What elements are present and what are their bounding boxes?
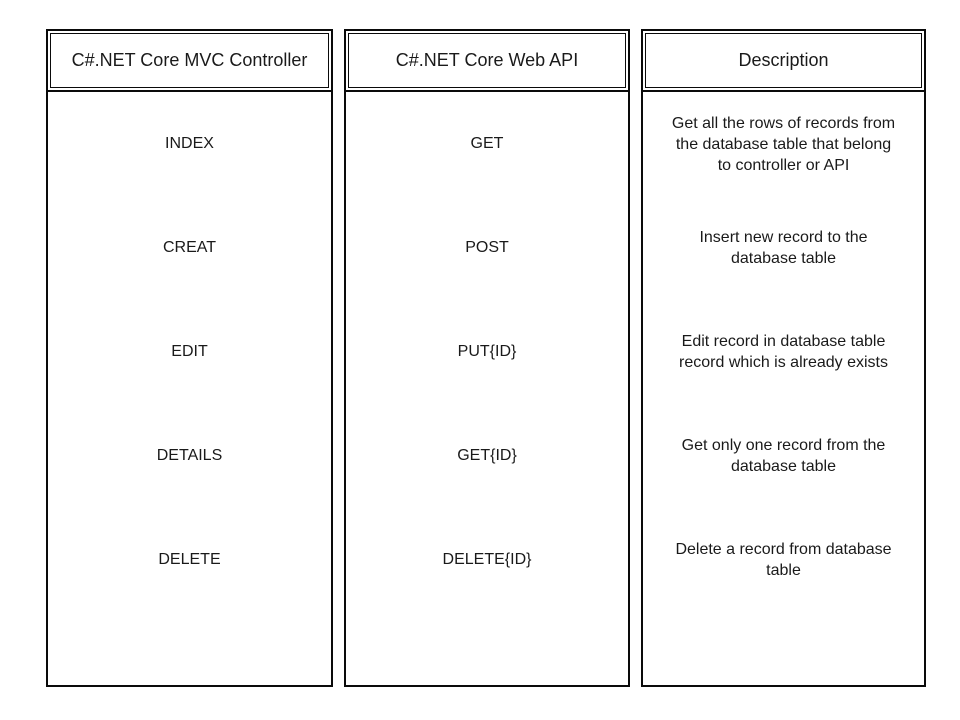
mvc-row-details: DETAILS [156, 447, 223, 464]
api-row-get-id: GET{ID} [457, 447, 517, 464]
comparison-table: C#.NET Core MVC Controller INDEX CREAT E… [46, 29, 926, 687]
mvc-row-edit: EDIT [171, 343, 208, 360]
api-row-delete-id: DELETE{ID} [442, 551, 532, 568]
web-api-header-label: C#.NET Core Web API [395, 50, 579, 70]
api-row-post: POST [465, 239, 509, 256]
web-api-column: C#.NET Core Web API GET POST PUT{ID} GET… [344, 29, 630, 687]
mvc-row-creat: CREAT [162, 239, 217, 256]
description-header-label: Description [738, 50, 829, 70]
description-body: Get all the rows of records from the dat… [643, 90, 924, 685]
mvc-controller-header-label: C#.NET Core MVC Controller [71, 50, 308, 70]
description-header: Description [645, 33, 922, 88]
description-row-insert: Insert new record to the database table [699, 229, 868, 267]
mvc-row-delete: DELETE [158, 551, 221, 568]
web-api-header: C#.NET Core Web API [348, 33, 626, 88]
mvc-controller-body: INDEX CREAT EDIT DETAILS DELETE [48, 90, 331, 685]
description-row-edit: Edit record in database table record whi… [679, 333, 888, 371]
description-column: Description Get all the rows of records … [641, 29, 926, 687]
api-row-get: GET [470, 135, 504, 152]
description-row-get-one: Get only one record from the database ta… [681, 437, 886, 475]
mvc-controller-column: C#.NET Core MVC Controller INDEX CREAT E… [46, 29, 333, 687]
description-row-delete: Delete a record from database table [675, 541, 892, 579]
description-row-get-all: Get all the rows of records from the dat… [671, 114, 896, 174]
api-row-put-id: PUT{ID} [457, 343, 517, 360]
web-api-body: GET POST PUT{ID} GET{ID} DELETE{ID} [346, 90, 628, 685]
mvc-controller-header: C#.NET Core MVC Controller [50, 33, 329, 88]
mvc-row-index: INDEX [165, 135, 214, 152]
